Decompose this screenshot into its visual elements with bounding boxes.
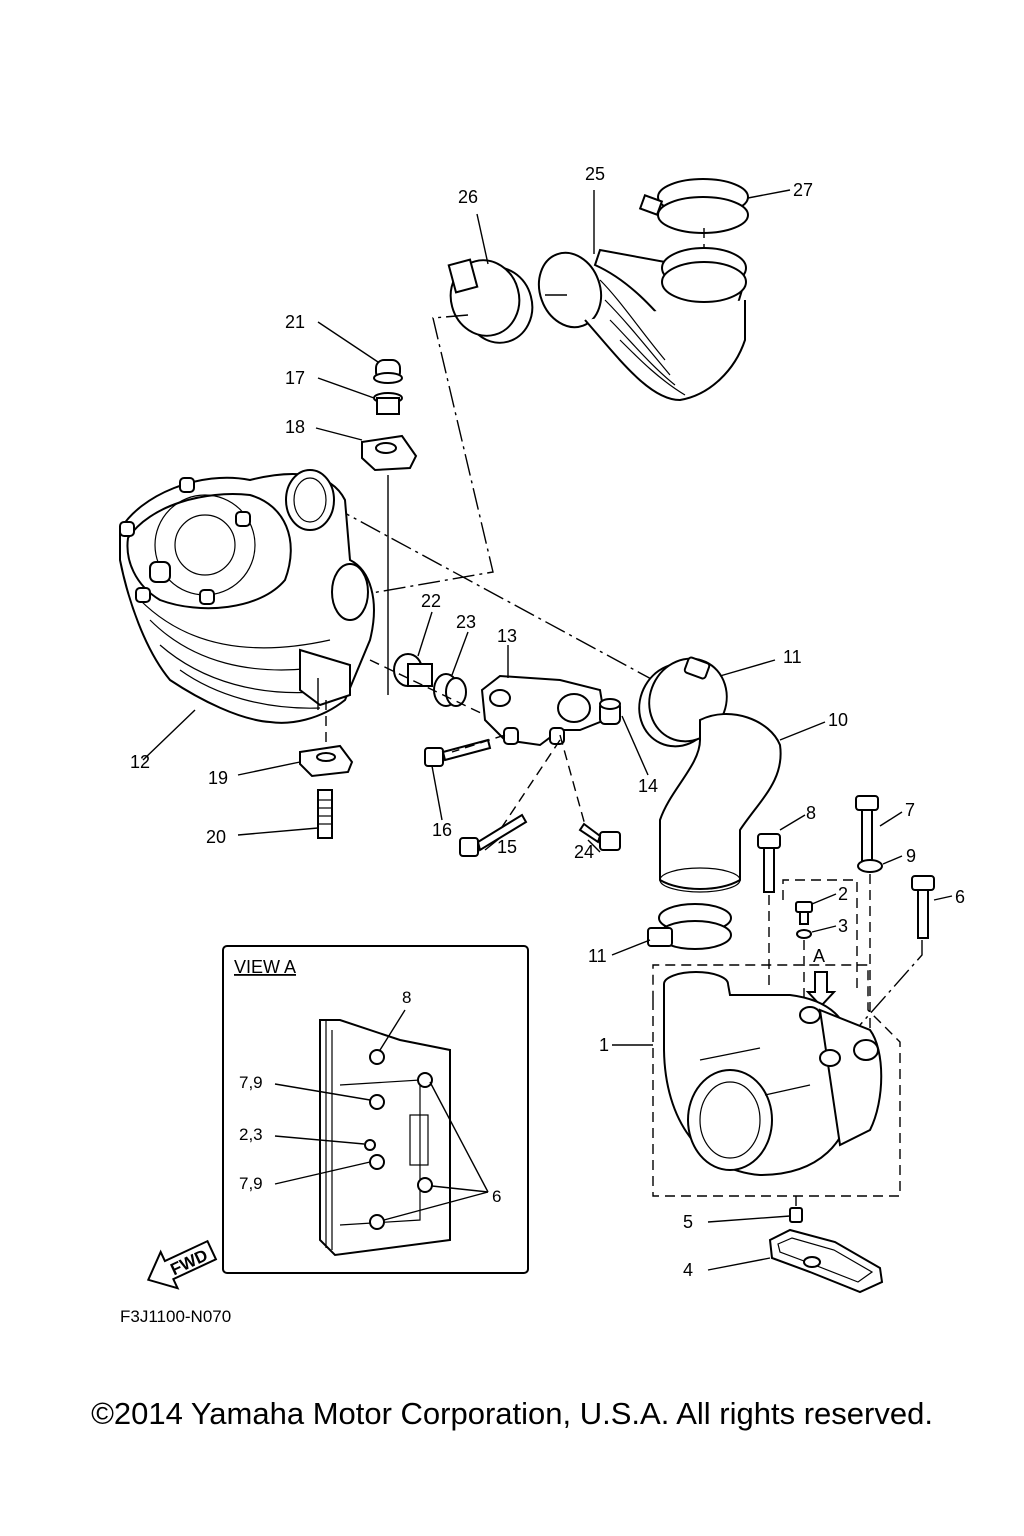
part-20-stud-bolt	[317, 789, 333, 839]
part-7-bolt	[855, 795, 879, 863]
callout-27: 27	[793, 180, 813, 200]
view-a-inset	[222, 945, 529, 1274]
part-27-hose-clamp	[638, 178, 749, 234]
view-a-title: VIEW A	[234, 957, 296, 977]
part-16-bolt	[424, 738, 492, 767]
view-a-label-7-9-lower: 7,9	[239, 1174, 263, 1193]
part-10-hose	[659, 713, 782, 893]
callout-4: 4	[683, 1260, 693, 1280]
part-12-intake-manifold	[119, 469, 375, 724]
view-a-label-8: 8	[402, 988, 411, 1007]
callout-5: 5	[683, 1212, 693, 1232]
part-25-intake-duct	[537, 247, 747, 402]
callout-24: 24	[574, 842, 594, 862]
callout-25: 25	[585, 164, 605, 184]
callout-10: 10	[828, 710, 848, 730]
callout-9: 9	[906, 846, 916, 866]
callout-14: 14	[638, 776, 658, 796]
part-18-rubber-mount	[361, 434, 418, 472]
view-a-label-6: 6	[492, 1187, 501, 1206]
part-3-washer	[796, 929, 812, 939]
part-4-gasket	[768, 1228, 884, 1294]
part-5-dowel-pin	[789, 1207, 803, 1223]
callout-12: 12	[130, 752, 150, 772]
diagram-code: F3J1100-N070	[120, 1307, 231, 1326]
callout-11-upper: 11	[783, 647, 802, 667]
callout-20: 20	[206, 827, 226, 847]
part-9-washer	[857, 859, 883, 873]
part-1-turbocharger	[663, 971, 883, 1177]
part-19-rubber-mount	[299, 744, 354, 778]
part-6-bolt	[911, 875, 935, 939]
fwd-arrow-icon: FWD	[146, 1239, 218, 1290]
view-a-arrow-icon	[805, 971, 837, 1008]
callout-3: 3	[838, 916, 848, 936]
part-17-collar	[373, 392, 403, 415]
callout-15: 15	[497, 837, 517, 857]
callout-6: 6	[955, 887, 965, 907]
callout-16: 16	[432, 820, 452, 840]
part-24-bolt	[578, 822, 621, 851]
part-2-bolt	[795, 901, 813, 925]
callout-18: 18	[285, 417, 305, 437]
callout-19: 19	[208, 768, 228, 788]
view-a-label-7-9-upper: 7,9	[239, 1073, 263, 1092]
callout-1: 1	[599, 1035, 609, 1055]
callout-7: 7	[905, 800, 915, 820]
part-23-grommet	[433, 673, 467, 707]
part-13-bracket	[480, 674, 607, 747]
callout-8: 8	[806, 803, 816, 823]
part-14-collar	[599, 698, 621, 725]
callout-17: 17	[285, 368, 305, 388]
part-8-bolt	[757, 833, 781, 893]
part-22-collar	[393, 653, 433, 687]
callout-11-lower: 11	[588, 946, 607, 966]
callout-22: 22	[421, 591, 441, 611]
part-21-cap-nut	[373, 359, 403, 384]
callout-23: 23	[456, 612, 476, 632]
view-a-arrow-label: A	[813, 946, 825, 966]
callout-21: 21	[285, 312, 305, 332]
copyright-notice: ©2014 Yamaha Motor Corporation, U.S.A. A…	[91, 1396, 933, 1431]
part-15-bolt	[459, 813, 528, 857]
part-26-hose-clamp	[447, 258, 534, 344]
part-11-hose-clamp-lower	[647, 903, 732, 950]
view-a-label-2-3: 2,3	[239, 1125, 263, 1144]
callout-13: 13	[497, 626, 517, 646]
callout-2: 2	[838, 884, 848, 904]
part-1-assembly-box	[652, 964, 901, 1197]
callout-26: 26	[458, 187, 478, 207]
